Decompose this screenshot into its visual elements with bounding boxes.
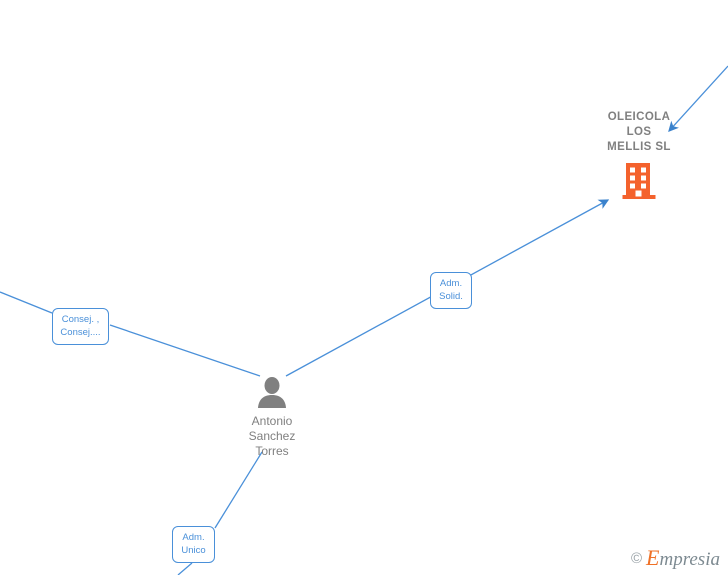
edge-person-to-left [109,324,261,377]
edge-offscreen-to-company [668,65,728,132]
edge-left-offscreen [0,291,53,314]
copyright-symbol: © [630,549,643,567]
edge-label-consej[interactable]: Consej. , Consej.... [52,308,109,345]
person-icon [258,377,286,408]
watermark: © Empresia [630,545,720,570]
company-name: OLEICOLA LOS MELLIS SL [607,111,671,153]
company-node[interactable]: OLEICOLA LOS MELLIS SL [577,110,701,200]
edge-label-adm-solid[interactable]: Adm. Solid. [430,272,472,309]
person-node[interactable]: Antonio Sanchez Torres [222,376,322,459]
brand-rest: mpresia [659,549,720,570]
edge-person-to-bottom [214,451,263,529]
brand-name: Empresia [646,545,720,570]
building-icon [622,163,656,199]
person-name: Antonio Sanchez Torres [248,414,296,458]
edge-label-adm-unico[interactable]: Adm. Unico [172,526,215,563]
edge-bottom-offscreen [177,562,193,575]
brand-initial: E [646,545,660,570]
